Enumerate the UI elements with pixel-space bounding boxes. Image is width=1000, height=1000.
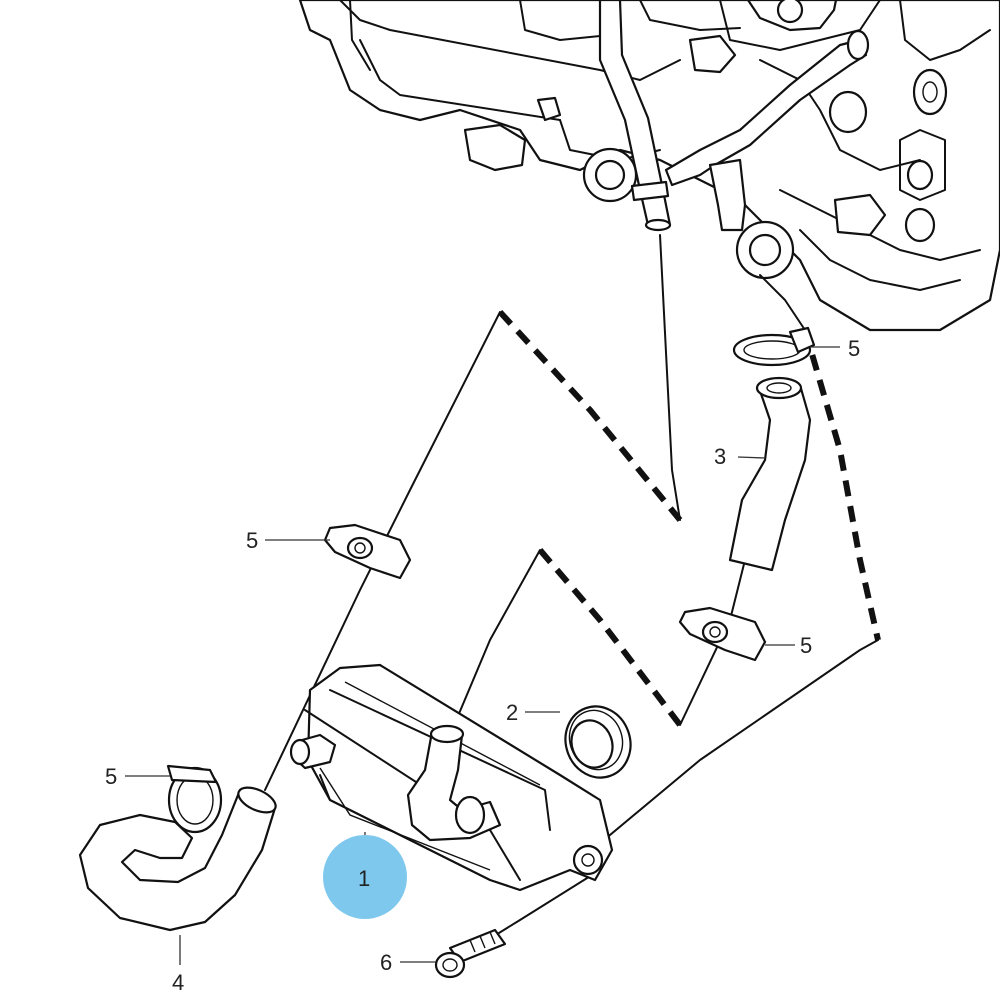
callout-2: 2 <box>506 700 518 725</box>
hose-part-4 <box>78 786 277 932</box>
callout-5-left: 5 <box>246 528 258 553</box>
leader-lines <box>125 346 840 965</box>
callout-5-right: 5 <box>800 633 812 658</box>
bolt-part-6 <box>434 928 507 979</box>
callout-3: 3 <box>714 444 726 469</box>
seal-ring-part-2 <box>564 705 632 779</box>
callout-1: 1 <box>358 866 370 891</box>
callout-labels: 5 3 5 5 2 5 1 6 4 <box>105 336 860 995</box>
callout-6: 6 <box>380 950 392 975</box>
oil-cooler-part-1 <box>289 663 614 892</box>
callout-5-bottom: 5 <box>105 764 117 789</box>
callout-4: 4 <box>172 970 184 995</box>
breather-pipes <box>598 0 870 232</box>
hose-part-3 <box>728 376 812 572</box>
clamp-part-5-bottom <box>166 764 223 834</box>
clamp-part-5-top <box>732 326 816 367</box>
clamp-part-5-left <box>323 523 412 580</box>
clamp-part-5-right <box>678 606 767 662</box>
callout-5-top: 5 <box>848 336 860 361</box>
part-1-highlight <box>323 835 407 919</box>
